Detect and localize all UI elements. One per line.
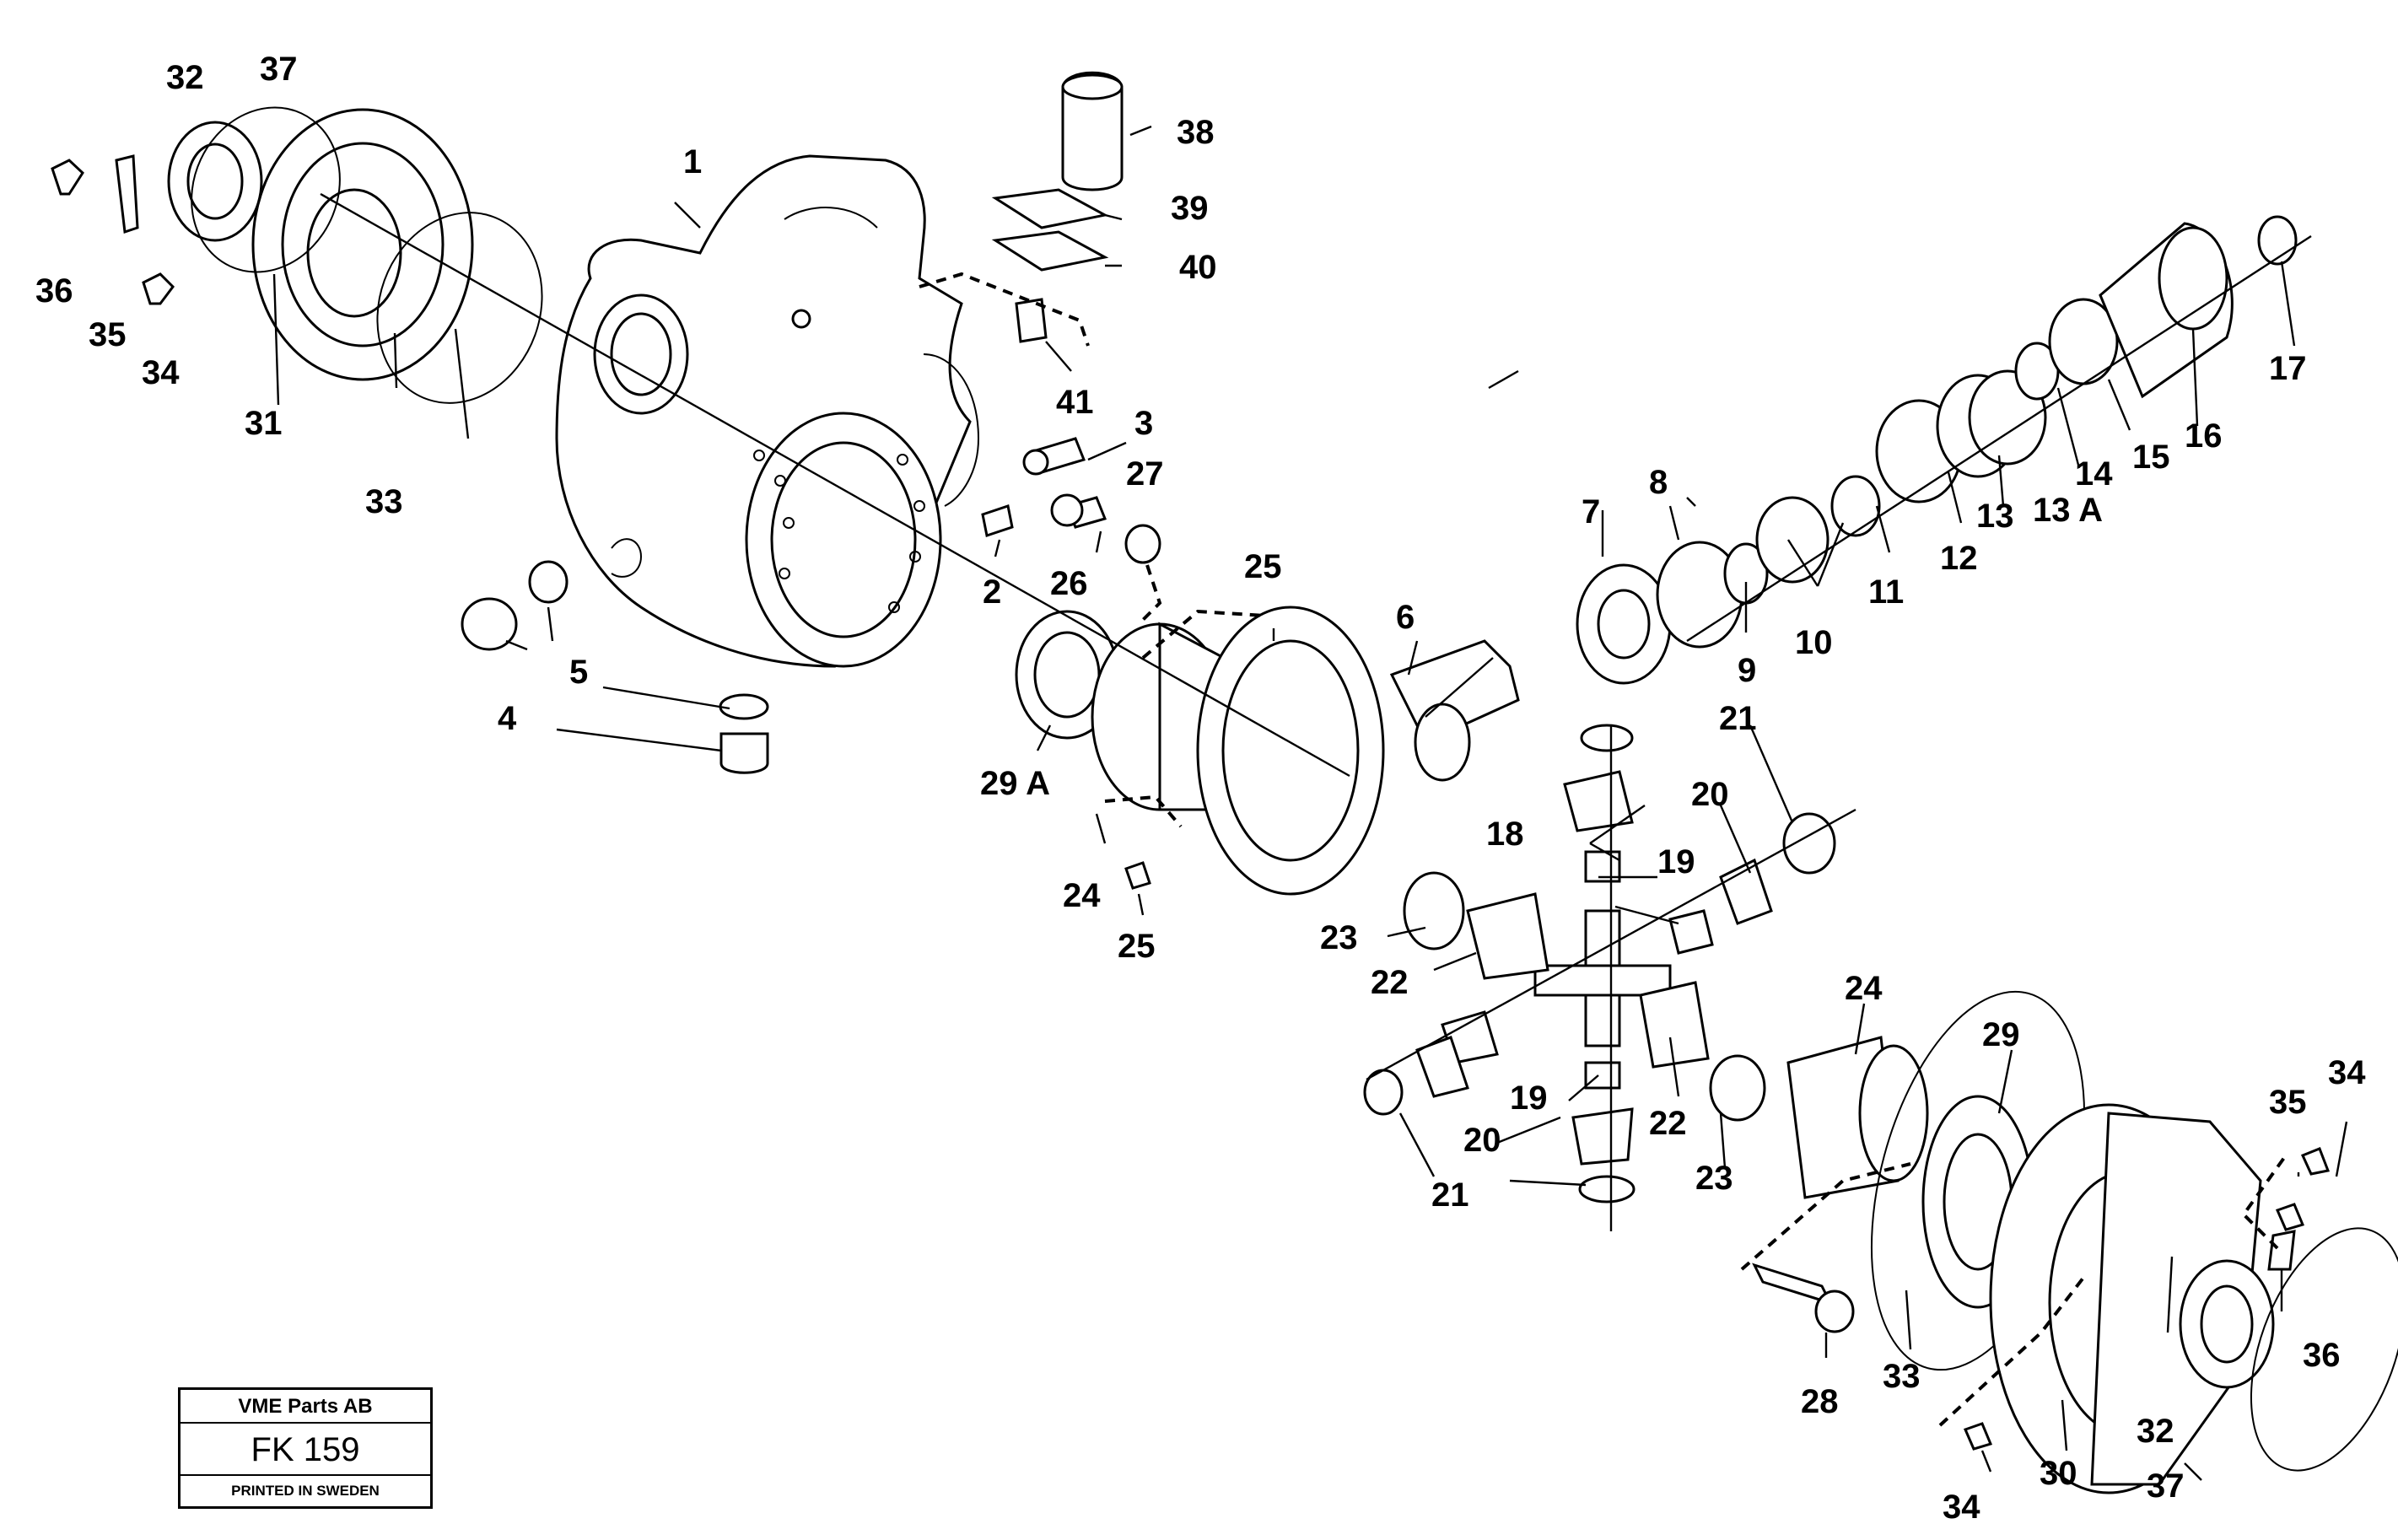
callout-30: 30: [2040, 1455, 2077, 1492]
callout-39: 39: [1171, 190, 1209, 227]
callout-27: 27: [1126, 455, 1164, 493]
printed-note: PRINTED IN SWEDEN: [231, 1483, 380, 1499]
callout-31: 31: [245, 405, 283, 442]
callout-labels: 1 2 3 4 5 6 7 8 9 10 11 12 13 13 A 14 15…: [35, 51, 2366, 1526]
callout-32-upper: 32: [166, 59, 204, 96]
top-plates-part: [919, 71, 1124, 347]
callout-35-upper: 35: [89, 316, 127, 353]
callout-17: 17: [2269, 350, 2307, 387]
differential-assembly-part: [1015, 606, 1520, 896]
callout-37-upper: 37: [260, 51, 298, 88]
callout-21-lower: 21: [1431, 1177, 1469, 1214]
leader-lines: [272, 125, 2348, 1481]
callout-8: 8: [1649, 464, 1668, 501]
callout-6: 6: [1396, 599, 1415, 636]
callout-33-lower: 33: [1883, 1358, 1921, 1395]
callout-25-lower: 25: [1118, 928, 1156, 965]
callout-38: 38: [1177, 114, 1215, 151]
callout-2: 2: [983, 573, 1001, 611]
callout-29: 29: [1982, 1016, 2020, 1053]
callout-13: 13: [1976, 498, 2014, 535]
figure-code: FK 159: [181, 1424, 430, 1476]
callout-11: 11: [1868, 573, 1904, 611]
callout-18: 18: [1486, 816, 1524, 853]
callout-1: 1: [683, 143, 702, 180]
callout-20-lower: 20: [1463, 1122, 1501, 1159]
callout-35-lower: 35: [2269, 1084, 2307, 1121]
callout-13a: 13 A: [2033, 492, 2103, 529]
callout-41: 41: [1056, 384, 1094, 421]
callout-22-lower: 22: [1649, 1105, 1687, 1142]
callout-23-lower: 23: [1695, 1160, 1733, 1197]
callout-24-upper: 24: [1063, 877, 1101, 914]
callout-21-upper: 21: [1719, 700, 1757, 737]
callout-33-upper: 33: [365, 483, 403, 520]
callout-16: 16: [2185, 417, 2223, 455]
callout-36-lower: 36: [2303, 1337, 2341, 1374]
spider-gears-part: [1363, 724, 1836, 1203]
callout-26: 26: [1050, 565, 1088, 602]
callout-5: 5: [569, 654, 588, 691]
callout-12: 12: [1940, 540, 1978, 577]
callout-24-lower: 24: [1845, 970, 1883, 1007]
callout-15: 15: [2132, 439, 2170, 476]
left-flange-part: [51, 106, 543, 404]
company-name: VME Parts AB: [181, 1390, 430, 1424]
callout-28: 28: [1801, 1383, 1839, 1420]
callout-34-right: 34: [2328, 1054, 2366, 1091]
callout-37-lower: 37: [2147, 1467, 2185, 1505]
callout-25-upper: 25: [1244, 548, 1282, 585]
right-hub-assembly-part: [1740, 990, 2398, 1494]
callout-9: 9: [1738, 652, 1756, 689]
callout-29a: 29 A: [980, 765, 1050, 802]
callout-22-upper: 22: [1371, 964, 1409, 1001]
pinion-bearing-stack-part: [1576, 215, 2298, 685]
axle-housing-part: [555, 154, 980, 668]
callout-7: 7: [1582, 493, 1600, 530]
callout-40: 40: [1179, 249, 1217, 286]
callout-10: 10: [1795, 624, 1833, 661]
callout-19-lower: 19: [1510, 1080, 1548, 1117]
title-block: VME Parts AB FK 159 PRINTED IN SWEDEN: [178, 1387, 433, 1509]
callout-3: 3: [1134, 405, 1153, 442]
callout-19-upper: 19: [1657, 843, 1695, 880]
callout-4: 4: [498, 700, 517, 737]
callout-32-lower: 32: [2137, 1413, 2174, 1450]
callout-34-lower: 34: [1943, 1489, 1980, 1526]
callout-20-upper: 20: [1691, 776, 1729, 813]
callout-36-upper: 36: [35, 272, 73, 310]
callout-23-upper: 23: [1320, 919, 1358, 956]
callout-34-upper: 34: [142, 354, 180, 391]
callout-14: 14: [2075, 455, 2113, 493]
